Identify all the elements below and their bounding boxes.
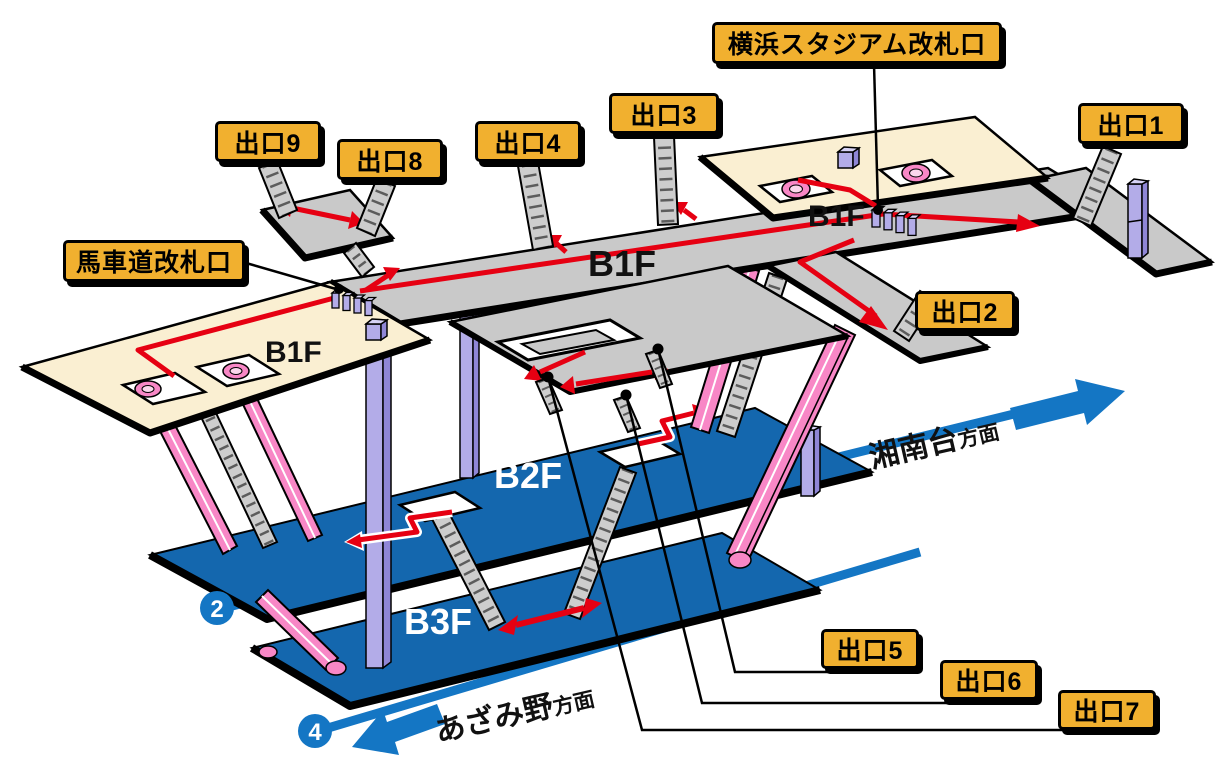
exit-1-label: 出口1	[1078, 103, 1184, 144]
exit-6-label: 出口6	[940, 660, 1038, 700]
callout-bashamichi-gate	[245, 261, 337, 291]
escalator-curl	[728, 551, 752, 569]
homen-suffix: 方面	[551, 687, 597, 720]
b1f-label-concourse: B1F	[588, 243, 656, 284]
callout-exit6	[624, 394, 1038, 705]
exit-stairs	[257, 134, 1123, 434]
gate-callout-dot	[873, 205, 883, 215]
platform-2-number: 2	[210, 596, 223, 623]
exit-4-label: 出口4	[475, 121, 581, 162]
b2f-floor-edge	[148, 468, 873, 623]
callout-exit5	[656, 348, 918, 674]
bashamichi-gate-label: 馬車道改札口	[63, 240, 245, 282]
azamino-direction-arrow	[352, 704, 445, 755]
pillar-exit1	[1125, 178, 1151, 260]
b3f-label: B3F	[404, 601, 472, 642]
b1f-yokohama-area	[697, 115, 1051, 222]
landing-island	[519, 328, 617, 356]
exit-9-label: 出口9	[215, 121, 321, 162]
exit-5-label: 出口5	[821, 629, 919, 669]
cube-pillar-left	[363, 318, 390, 342]
b1f-bashamichi-area	[18, 280, 434, 437]
b1f-label-yokohama: B1F	[808, 200, 865, 233]
route-line	[797, 177, 878, 209]
stair-b2f-b3f-right	[562, 465, 638, 621]
escalator-curl	[325, 660, 347, 676]
escalator-curl-b3f	[258, 645, 278, 659]
platform-4-number: 4	[308, 719, 322, 746]
platform-2-badge: 2	[200, 591, 234, 625]
exit-8-label: 出口8	[337, 139, 443, 180]
callout-yokohama-gate	[872, 63, 880, 209]
b2f-b3f-stairs	[254, 465, 638, 676]
shonandai-text: 湘南台	[866, 421, 961, 474]
platform-4-badge: 4	[298, 714, 332, 748]
azamino-text: あざみ野	[432, 689, 557, 749]
exit-2-label: 出口2	[915, 291, 1015, 331]
b2f-route-arrows	[344, 401, 710, 551]
b3f-route-arrows	[498, 598, 602, 635]
shonandai-direction-arrow	[1010, 379, 1125, 430]
b2f-label: B2F	[494, 455, 562, 496]
gate-callout-dot	[334, 284, 344, 294]
pillar-tall-center	[363, 345, 394, 670]
yokohama-stadium-gate-label: 横浜スタジアム改札口	[712, 22, 1002, 64]
callout-lines	[245, 63, 1155, 732]
b1f-concourse	[259, 166, 1215, 395]
cube-pillar-right	[835, 146, 862, 170]
stair-platform-concourse	[342, 241, 376, 279]
b3f-floor-edge	[249, 586, 821, 710]
callout-exit7	[546, 376, 1155, 732]
exit-3-label: 出口3	[609, 93, 719, 134]
bashamichi-ticket-gate	[330, 284, 378, 317]
exit-7-label: 出口7	[1058, 690, 1156, 730]
route-line	[135, 294, 339, 379]
yokohama-stadium-ticket-gate	[870, 205, 922, 237]
b1f-label-bashamichi: B1F	[265, 336, 322, 369]
